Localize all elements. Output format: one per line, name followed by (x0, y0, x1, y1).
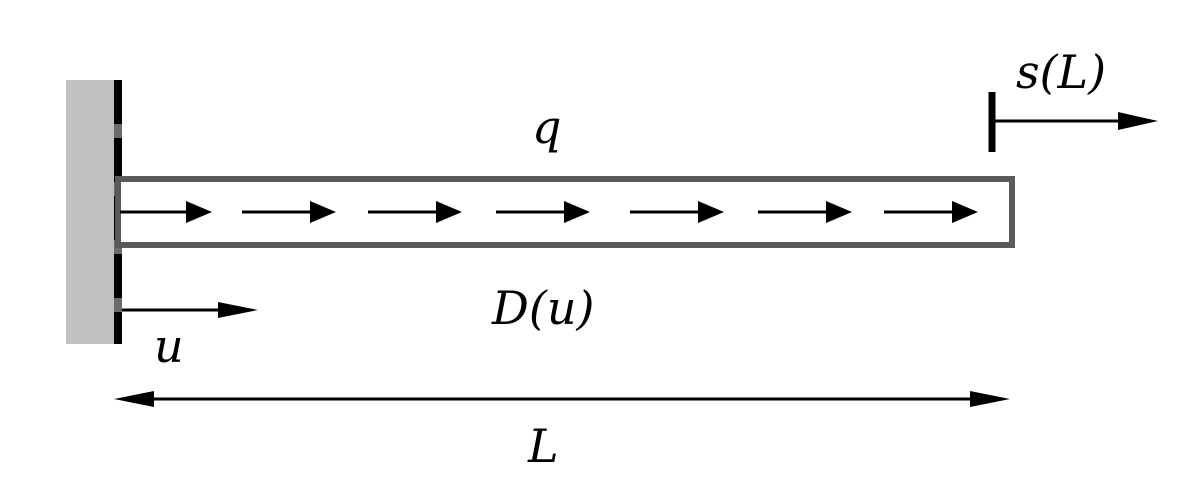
distributed-load-arrows (120, 201, 978, 223)
label-end-displacement: s(L) (1016, 45, 1106, 99)
wall-support (66, 80, 122, 344)
load-arrow (758, 201, 852, 223)
label-length: L (527, 419, 559, 473)
load-arrow (120, 201, 212, 223)
coordinate-arrow (122, 302, 258, 318)
wall-block (66, 80, 118, 344)
length-dimension-arrow (114, 391, 1010, 407)
end-displacement-indicator (988, 92, 1158, 152)
load-arrow (368, 201, 462, 223)
load-arrow (884, 201, 978, 223)
label-u: u (154, 319, 184, 373)
load-arrow (630, 201, 724, 223)
load-arrow (496, 201, 590, 223)
load-arrow (242, 201, 336, 223)
label-stiffness: D(u) (491, 281, 594, 335)
label-q: q (532, 100, 561, 154)
